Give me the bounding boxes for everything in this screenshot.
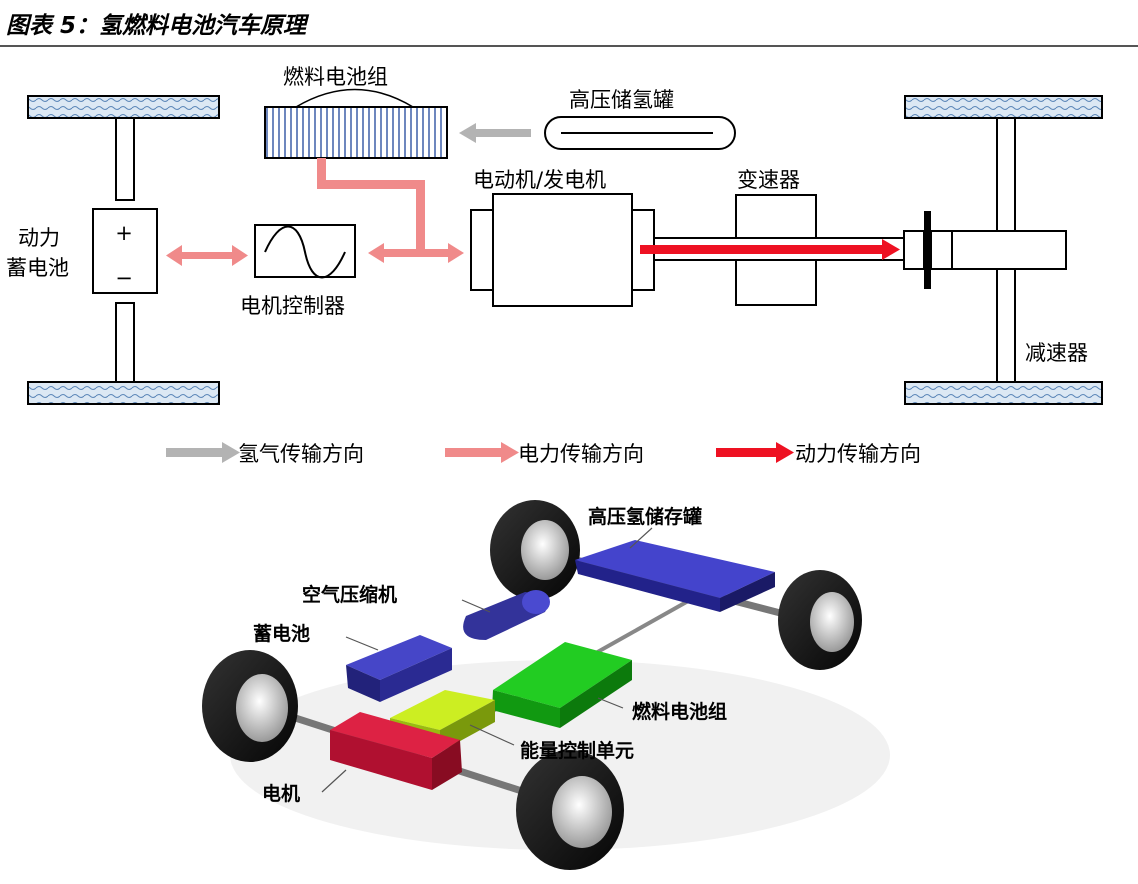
left-axle-upper (115, 117, 135, 201)
battery-minus-sign: − (115, 266, 133, 290)
fuel-cell-stack (264, 106, 448, 159)
reducer-label: 减速器 (1025, 341, 1088, 365)
wheel-front-right-3d (516, 750, 624, 870)
wheel-back-left (490, 500, 580, 600)
car-tank-label: 高压氢储存罐 (588, 505, 702, 528)
sine-wave-icon (264, 225, 346, 279)
car-battery (346, 635, 452, 702)
motor-generator-flange (470, 209, 494, 291)
legend-electric-label: 电力传输方向 (518, 442, 644, 466)
wheel-rear-left (27, 381, 220, 405)
motor-generator (492, 193, 633, 307)
legend-electric: 电力传输方向 (445, 442, 644, 466)
fuel-cell-dome (295, 88, 414, 108)
legend-power: 动力传输方向 (716, 442, 921, 466)
battery-label-line1: 动力 (18, 226, 60, 250)
legend-hydrogen-label: 氢气传输方向 (238, 442, 364, 466)
reducer-ring (924, 211, 931, 289)
car-motor-label: 电机 (262, 782, 300, 805)
car-fuel-cell (492, 642, 632, 728)
power-arrow (640, 239, 900, 260)
car-illustration (202, 500, 890, 870)
fuel-cell-label: 燃料电池组 (283, 65, 388, 89)
car-battery-label: 蓄电池 (253, 622, 310, 645)
legend-hydrogen: 氢气传输方向 (166, 442, 364, 466)
wheel-front-right (904, 95, 1103, 119)
car-air-compressor (463, 590, 550, 640)
reducer-housing (903, 230, 925, 270)
power-battery (92, 208, 158, 294)
battery-controller-arrow (166, 245, 248, 266)
wheel-rear-right (904, 381, 1103, 405)
car-motor (330, 712, 462, 790)
caption-rule (0, 45, 1138, 47)
figure-caption: 图表 5：氢燃料电池汽车原理 (6, 13, 307, 39)
battery-label-line2: 蓄电池 (6, 256, 69, 280)
battery-plus-sign: + (115, 221, 133, 245)
car-fuel-cell-label: 燃料电池组 (632, 700, 727, 723)
wheel-back-right (778, 570, 862, 670)
fuel-cell-power-path (317, 158, 464, 263)
car-control-unit-label: 能量控制单元 (520, 739, 634, 762)
hydrogen-arrow (459, 123, 531, 143)
motor-generator-label: 电动机/发电机 (473, 168, 606, 192)
hydrogen-tank-label: 高压储氢罐 (569, 88, 674, 112)
car-compressor-label: 空气压缩机 (302, 583, 397, 606)
wheel-front-left-3d (202, 650, 298, 762)
left-axle-lower (115, 302, 135, 383)
legend-power-label: 动力传输方向 (795, 442, 921, 466)
transmission-label: 变速器 (737, 168, 800, 192)
reducer (930, 230, 1067, 270)
motor-controller-label: 电机控制器 (240, 294, 345, 318)
car-hydrogen-tank (575, 540, 775, 612)
wheel-front-left (27, 95, 220, 119)
